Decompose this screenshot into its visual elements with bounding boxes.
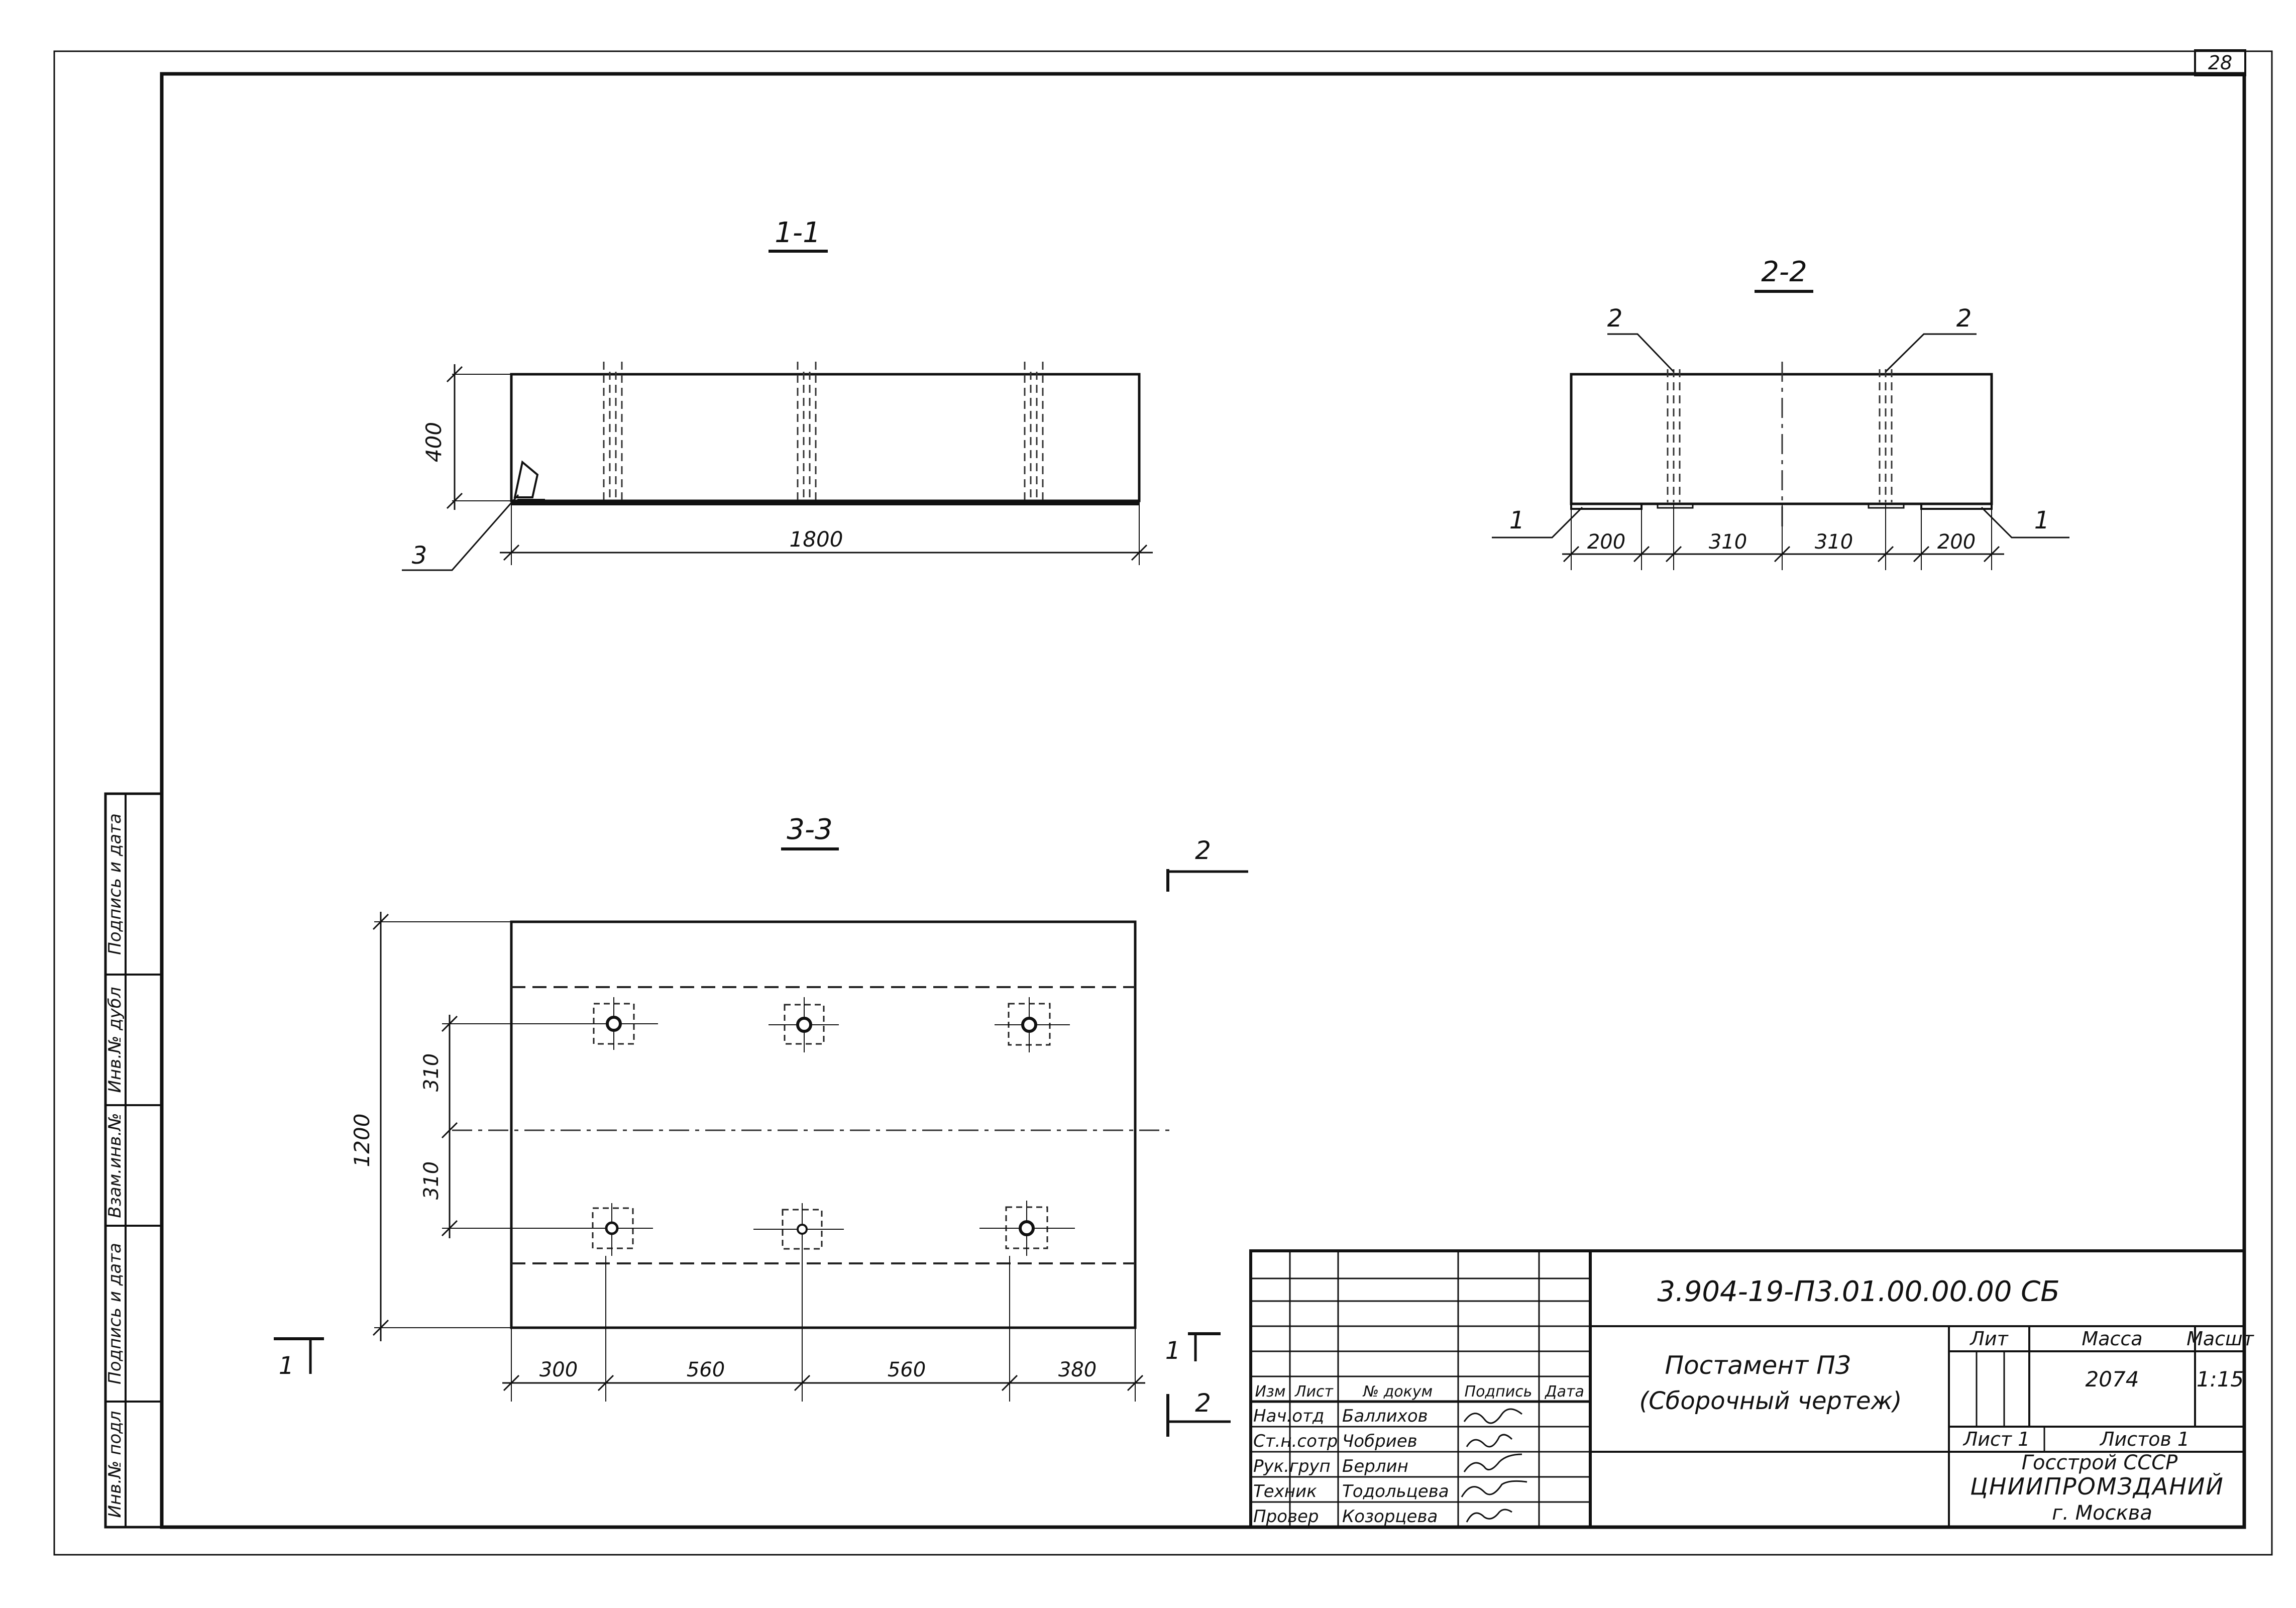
stamp-original-inv: Инв.№ подл	[105, 1411, 125, 1518]
staff-name: Чобриев	[1342, 1431, 1417, 1451]
s33-dim-560-left: 560	[687, 1358, 725, 1381]
staff-role: Техник	[1253, 1481, 1317, 1502]
s11-anchor-bolts	[603, 362, 1044, 500]
cut-marker-2-bottom: 2	[1166, 1388, 1231, 1437]
staff-name: Козорцева	[1342, 1507, 1438, 1527]
col-header-lit: Лит	[1969, 1328, 2009, 1350]
s33-bolt	[769, 997, 839, 1052]
staff-signature	[1463, 1453, 1522, 1472]
section-3-3-title: 3-3	[787, 813, 832, 846]
s22-anchor-bolts	[1667, 369, 1893, 502]
s33-dim-310-top: 310	[420, 1053, 443, 1092]
s11-callout-3: 3	[412, 542, 427, 570]
staff-role: Рук.груп	[1253, 1456, 1331, 1476]
title-line-2: (Сборочный чертеж)	[1639, 1387, 1902, 1415]
s22-dim-310-left: 310	[1709, 530, 1747, 554]
staff-signature	[1461, 1480, 1527, 1497]
s33-body	[510, 920, 1137, 1329]
doc-code: 3.904-19-П3.01.00.00.00 СБ	[1657, 1275, 2059, 1308]
staff-name: Тодольцева	[1342, 1481, 1449, 1502]
s11-dim-height: 400	[421, 422, 446, 462]
s22-dim-310-right: 310	[1815, 530, 1853, 554]
section-2-2-title: 2-2	[1761, 256, 1807, 288]
staff-signature	[1466, 1509, 1512, 1523]
s22-dim-200-right: 200	[1937, 530, 1976, 554]
s22-callout-top-right: 2	[1956, 304, 1972, 333]
sheet-label: Лист 1	[1962, 1428, 2030, 1450]
s33-dim-560-right: 560	[888, 1358, 926, 1381]
staff-signature	[1463, 1408, 1522, 1424]
s22-plate-right	[1920, 503, 1993, 510]
s22-callout-top-left: 2	[1607, 304, 1623, 333]
s33-bolt	[583, 1203, 653, 1256]
cut-marker-1-right-label: 1	[1165, 1337, 1181, 1365]
scale-value: 1:15	[2197, 1367, 2244, 1391]
org-line-1: Госстрой СССР	[2022, 1451, 2178, 1474]
sheets-label: Листов 1	[2099, 1428, 2190, 1450]
staff-row: Рук.груп Берлин	[1253, 1453, 1522, 1476]
side-stamp: Подпись и дата Инв.№ дубл Взам.инв.№ Под…	[104, 792, 163, 1529]
rev-header-sheet: Лист	[1294, 1383, 1334, 1401]
stamp-replacement-inv: Взам.инв.№	[105, 1113, 125, 1218]
s11-lifting-loop	[513, 460, 545, 501]
org-line-3: г. Москва	[2052, 1502, 2152, 1525]
mass-value: 2074	[2086, 1367, 2139, 1391]
sheet-number-box: 28	[2194, 49, 2246, 76]
staff-row: Провер Козорцева	[1253, 1507, 1512, 1527]
staff-row: Ст.н.сотр Чобриев	[1253, 1431, 1513, 1451]
outer-trim	[53, 50, 2273, 1556]
s33-dim-380: 380	[1058, 1358, 1097, 1381]
s33-dim-300: 300	[539, 1358, 578, 1381]
section-1-1-title: 1-1	[775, 217, 820, 249]
s33-dim-width: 1200	[350, 1114, 374, 1167]
s33-bolt	[995, 997, 1070, 1052]
staff-name: Баллихов	[1342, 1406, 1428, 1426]
s33-bolt	[583, 997, 658, 1050]
org-line-2: ЦНИИПРОМЗДАНИЙ	[1970, 1473, 2224, 1500]
staff-row: Нач.отд Баллихов	[1253, 1406, 1522, 1426]
section-3-3: 3-3	[350, 813, 1175, 1402]
s11-body	[510, 373, 1141, 502]
staff-name: Берлин	[1342, 1456, 1408, 1476]
rev-header-signature: Подпись	[1465, 1383, 1533, 1401]
section-2-2: 2-2 2 2 1 1	[1492, 256, 2069, 570]
cut-marker-1-left-label: 1	[279, 1352, 294, 1380]
cut-marker-2-top: 2	[1166, 836, 1248, 892]
staff-role: Нач.отд	[1253, 1406, 1324, 1426]
staff-role: Провер	[1253, 1507, 1319, 1527]
cut-marker-2-top-label: 2	[1195, 836, 1211, 865]
rev-header-date: Дата	[1544, 1383, 1584, 1401]
stamp-duplicate-inv: Инв.№ дубл	[105, 987, 125, 1093]
s11-dim-length: 1800	[790, 527, 843, 552]
col-header-mass: Масса	[2082, 1328, 2142, 1350]
staff-role: Ст.н.сотр	[1253, 1431, 1338, 1451]
section-1-1: 1-1 400 1800 3	[402, 217, 1153, 571]
cut-marker-2-bottom-label: 2	[1195, 1388, 1211, 1418]
title-block: 3.904-19-П3.01.00.00.00 СБ Постамент П3 …	[1249, 1249, 2255, 1529]
cut-marker-1-right: 1	[1165, 1332, 1221, 1365]
staff-row: Техник Тодольцева	[1253, 1480, 1527, 1502]
col-header-scale: Масшт	[2186, 1328, 2255, 1350]
s22-dim-200-left: 200	[1587, 530, 1625, 554]
s33-dim-310-bottom: 310	[420, 1161, 443, 1200]
rev-header-change: Изм	[1255, 1383, 1285, 1401]
s33-bolt	[979, 1201, 1075, 1256]
title-line-1: Постамент П3	[1665, 1351, 1851, 1380]
s33-bolt	[753, 1203, 844, 1258]
drawing-frame	[160, 72, 2246, 1529]
sheet-number: 28	[2208, 52, 2232, 74]
rev-header-doc: № докум	[1362, 1383, 1433, 1401]
stamp-signature-date-bottom: Подпись и дата	[105, 1243, 125, 1384]
cut-marker-1-left: 1	[274, 1337, 324, 1380]
staff-signature	[1466, 1434, 1513, 1448]
s22-callout-bottom-left: 1	[1509, 506, 1525, 534]
stamp-signature-date-top: Подпись и дата	[105, 813, 125, 955]
s22-callout-bottom-right: 1	[2034, 506, 2050, 534]
